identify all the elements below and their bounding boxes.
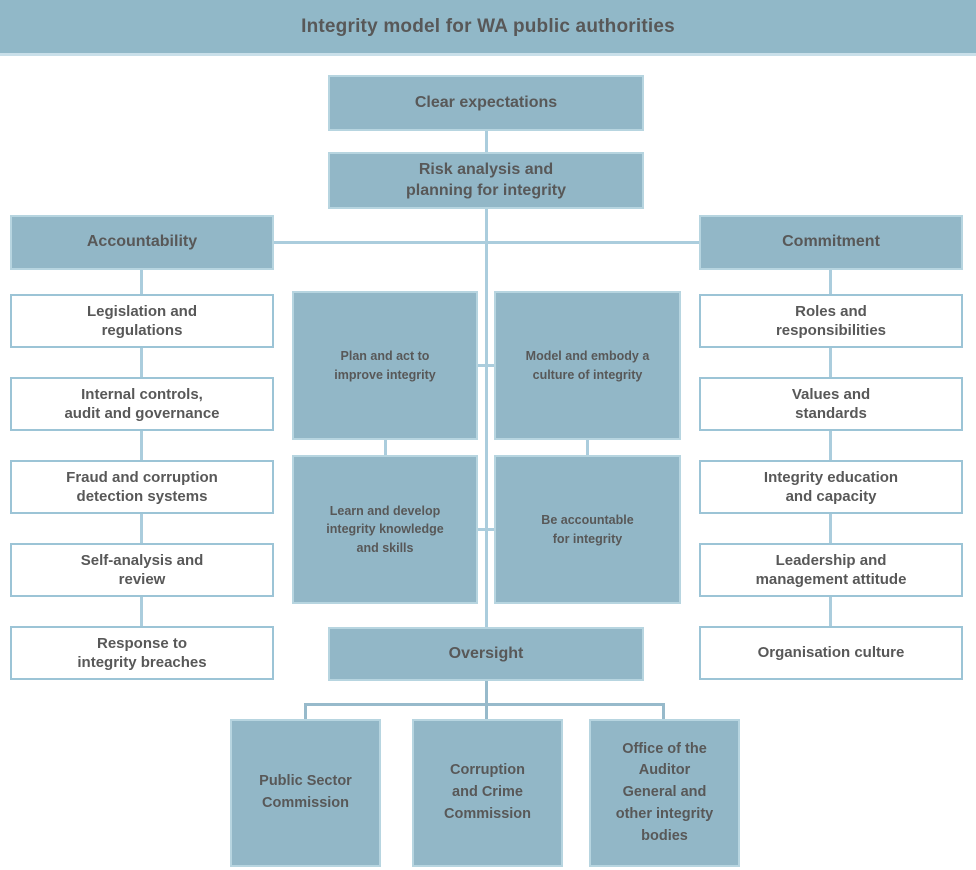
- accountability-item-label: Legislation and regulations: [86, 302, 197, 340]
- node-commitment: Commitment: [699, 215, 963, 270]
- connector-left-col-3: [140, 430, 143, 461]
- connector-quadrant-lower-horizontal: [477, 528, 495, 531]
- node-learn-and-develop: Learn and develop integrity knowledge an…: [292, 455, 478, 604]
- connector-bracket-right-stub: [662, 703, 665, 719]
- connector-right-col-1: [829, 269, 832, 295]
- node-public-sector-commission: Public Sector Commission: [230, 719, 381, 867]
- diagram-banner: Integrity model for WA public authoritie…: [0, 0, 976, 56]
- bottom-item-label: Public Sector Commission: [259, 773, 352, 811]
- node-clear-expectations: Clear expectations: [328, 75, 644, 131]
- commitment-item-label: Integrity education and capacity: [763, 468, 899, 506]
- commitment-item-label: Leadership and management attitude: [755, 551, 907, 589]
- node-be-accountable: Be accountable for integrity: [494, 455, 681, 604]
- connector-quadrant-left-stub: [384, 439, 387, 456]
- node-accountability-label: Accountability: [86, 233, 198, 251]
- connector-left-col-2: [140, 347, 143, 378]
- quadrant-label: Be accountable for integrity: [541, 513, 634, 546]
- commitment-item-organisation-culture: Organisation culture: [699, 626, 963, 680]
- diagram-title: Integrity model for WA public authoritie…: [301, 15, 675, 37]
- connector-right-col-2: [829, 347, 832, 378]
- commitment-item-label: Roles and responsibilities: [775, 302, 887, 340]
- node-clear-expectations-label: Clear expectations: [414, 93, 558, 111]
- bottom-item-label: Corruption and Crime Commission: [443, 762, 531, 822]
- commitment-item-label: Values and standards: [791, 385, 871, 423]
- quadrant-label: Learn and develop integrity knowledge an…: [326, 504, 444, 555]
- accountability-item-label: Internal controls, audit and governance: [64, 385, 220, 423]
- node-risk-analysis: Risk analysis and planning for integrity: [328, 152, 644, 209]
- accountability-item-legislation: Legislation and regulations: [10, 294, 274, 348]
- accountability-item-label: Self-analysis and review: [80, 551, 204, 589]
- connector-right-col-3: [829, 430, 832, 461]
- connector-oversight-stem: [485, 681, 488, 719]
- bottom-item-label: Office of the Auditor General and other …: [615, 740, 714, 844]
- commitment-item-roles: Roles and responsibilities: [699, 294, 963, 348]
- accountability-item-response-breaches: Response to integrity breaches: [10, 626, 274, 680]
- connector-left-col-1: [140, 269, 143, 295]
- accountability-item-internal-controls: Internal controls, audit and governance: [10, 377, 274, 431]
- commitment-item-leadership: Leadership and management attitude: [699, 543, 963, 597]
- accountability-item-self-analysis: Self-analysis and review: [10, 543, 274, 597]
- node-corruption-crime-commission: Corruption and Crime Commission: [412, 719, 563, 867]
- commitment-item-integrity-education: Integrity education and capacity: [699, 460, 963, 514]
- accountability-item-fraud-detection: Fraud and corruption detection systems: [10, 460, 274, 514]
- connector-quadrant-upper-horizontal: [477, 364, 495, 367]
- quadrant-label: Model and embody a culture of integrity: [525, 349, 650, 382]
- commitment-item-values: Values and standards: [699, 377, 963, 431]
- connector-accountability-commitment: [273, 241, 700, 244]
- connector-right-col-5: [829, 596, 832, 627]
- connector-bracket-left-stub: [304, 703, 307, 719]
- node-oversight-label: Oversight: [448, 644, 524, 662]
- accountability-item-label: Fraud and corruption detection systems: [66, 468, 218, 506]
- node-office-auditor-general: Office of the Auditor General and other …: [589, 719, 740, 867]
- quadrant-label: Plan and act to improve integrity: [334, 349, 436, 382]
- connector-right-col-4: [829, 513, 832, 544]
- connector-oversight-bracket: [304, 703, 665, 706]
- connector-quadrant-right-stub: [586, 439, 589, 456]
- connector-left-col-5: [140, 596, 143, 627]
- commitment-item-label: Organisation culture: [757, 644, 905, 662]
- node-plan-and-act: Plan and act to improve integrity: [292, 291, 478, 440]
- connector-left-col-4: [140, 513, 143, 544]
- node-commitment-label: Commitment: [782, 233, 880, 251]
- connector-center-vertical: [485, 131, 488, 627]
- node-risk-analysis-label: Risk analysis and planning for integrity: [406, 160, 566, 199]
- node-model-and-embody: Model and embody a culture of integrity: [494, 291, 681, 440]
- accountability-item-label: Response to integrity breaches: [77, 634, 207, 672]
- node-accountability: Accountability: [10, 215, 274, 270]
- node-oversight: Oversight: [328, 627, 644, 681]
